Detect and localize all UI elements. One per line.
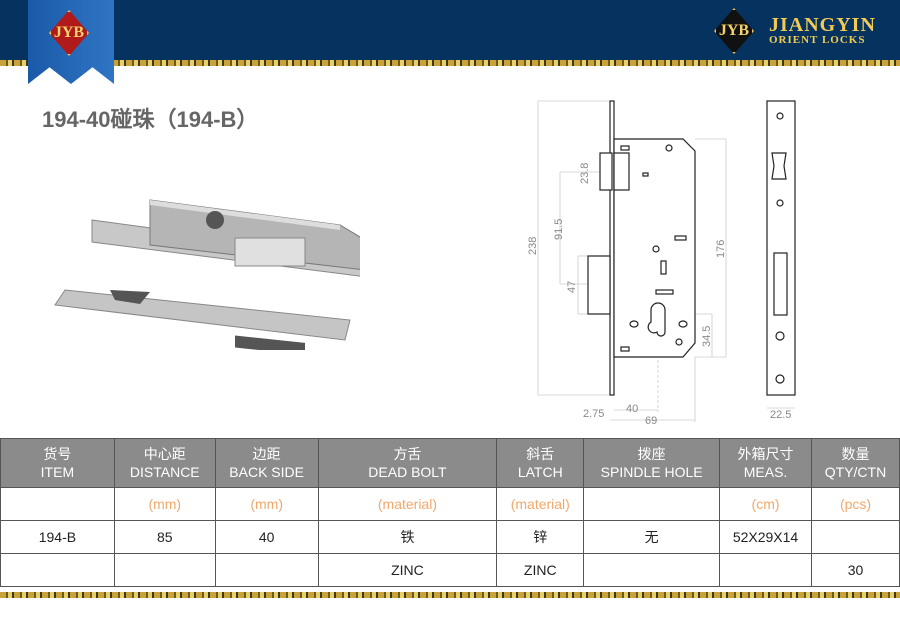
table-cell: 194-B (0, 520, 115, 554)
gold-border-top (0, 60, 900, 66)
unit-cell: (mm) (214, 487, 319, 521)
dim-latch-to-bolt: 91.5 (553, 219, 565, 240)
table-cell: 铁 (317, 520, 498, 554)
page-title: 194-40碰珠（194-B） (42, 107, 259, 132)
unit-cell (583, 487, 721, 521)
table-cell: 锌 (496, 520, 585, 554)
table-cell (719, 553, 812, 587)
dim-faceplate: 2.75 (583, 408, 604, 420)
table-cell (0, 553, 115, 587)
dim-latch-height: 23.8 (579, 163, 591, 184)
table-cell: 无 (583, 520, 721, 554)
dim-case-depth: 69 (645, 415, 657, 427)
product-photo (54, 199, 360, 350)
table-cell: ZINC (496, 553, 585, 587)
table-unit-row: (mm)(mm)(material)(material)(cm)(pcs) (0, 487, 900, 521)
table-cell (113, 553, 216, 587)
table-cell: 85 (113, 520, 216, 554)
dim-case-height: 176 (715, 240, 727, 258)
table-cell: 30 (811, 553, 900, 587)
unit-cell: (material) (496, 487, 585, 521)
unit-cell: (pcs) (811, 487, 900, 521)
dim-strike-width: 22.5 (770, 409, 791, 421)
unit-cell: (material) (317, 487, 498, 521)
table-cell: 52X29X14 (719, 520, 812, 554)
dim-bolt-height: 47 (566, 281, 578, 293)
dim-cylinder: 34.5 (701, 326, 713, 347)
table-cell: ZINC (317, 553, 498, 587)
table-cell: 40 (214, 520, 319, 554)
unit-cell: (cm) (719, 487, 812, 521)
unit-cell (0, 487, 115, 521)
table-cell (811, 520, 900, 554)
dim-backset: 40 (626, 403, 638, 415)
table-cell (583, 553, 721, 587)
table-cell (214, 553, 319, 587)
unit-cell: (mm) (113, 487, 216, 521)
technical-drawing: 238 23.8 91.5 47 176 34.5 2.75 40 69 22.… (527, 100, 796, 427)
gold-border-bottom (0, 592, 900, 598)
dim-overall-height: 238 (527, 237, 539, 255)
